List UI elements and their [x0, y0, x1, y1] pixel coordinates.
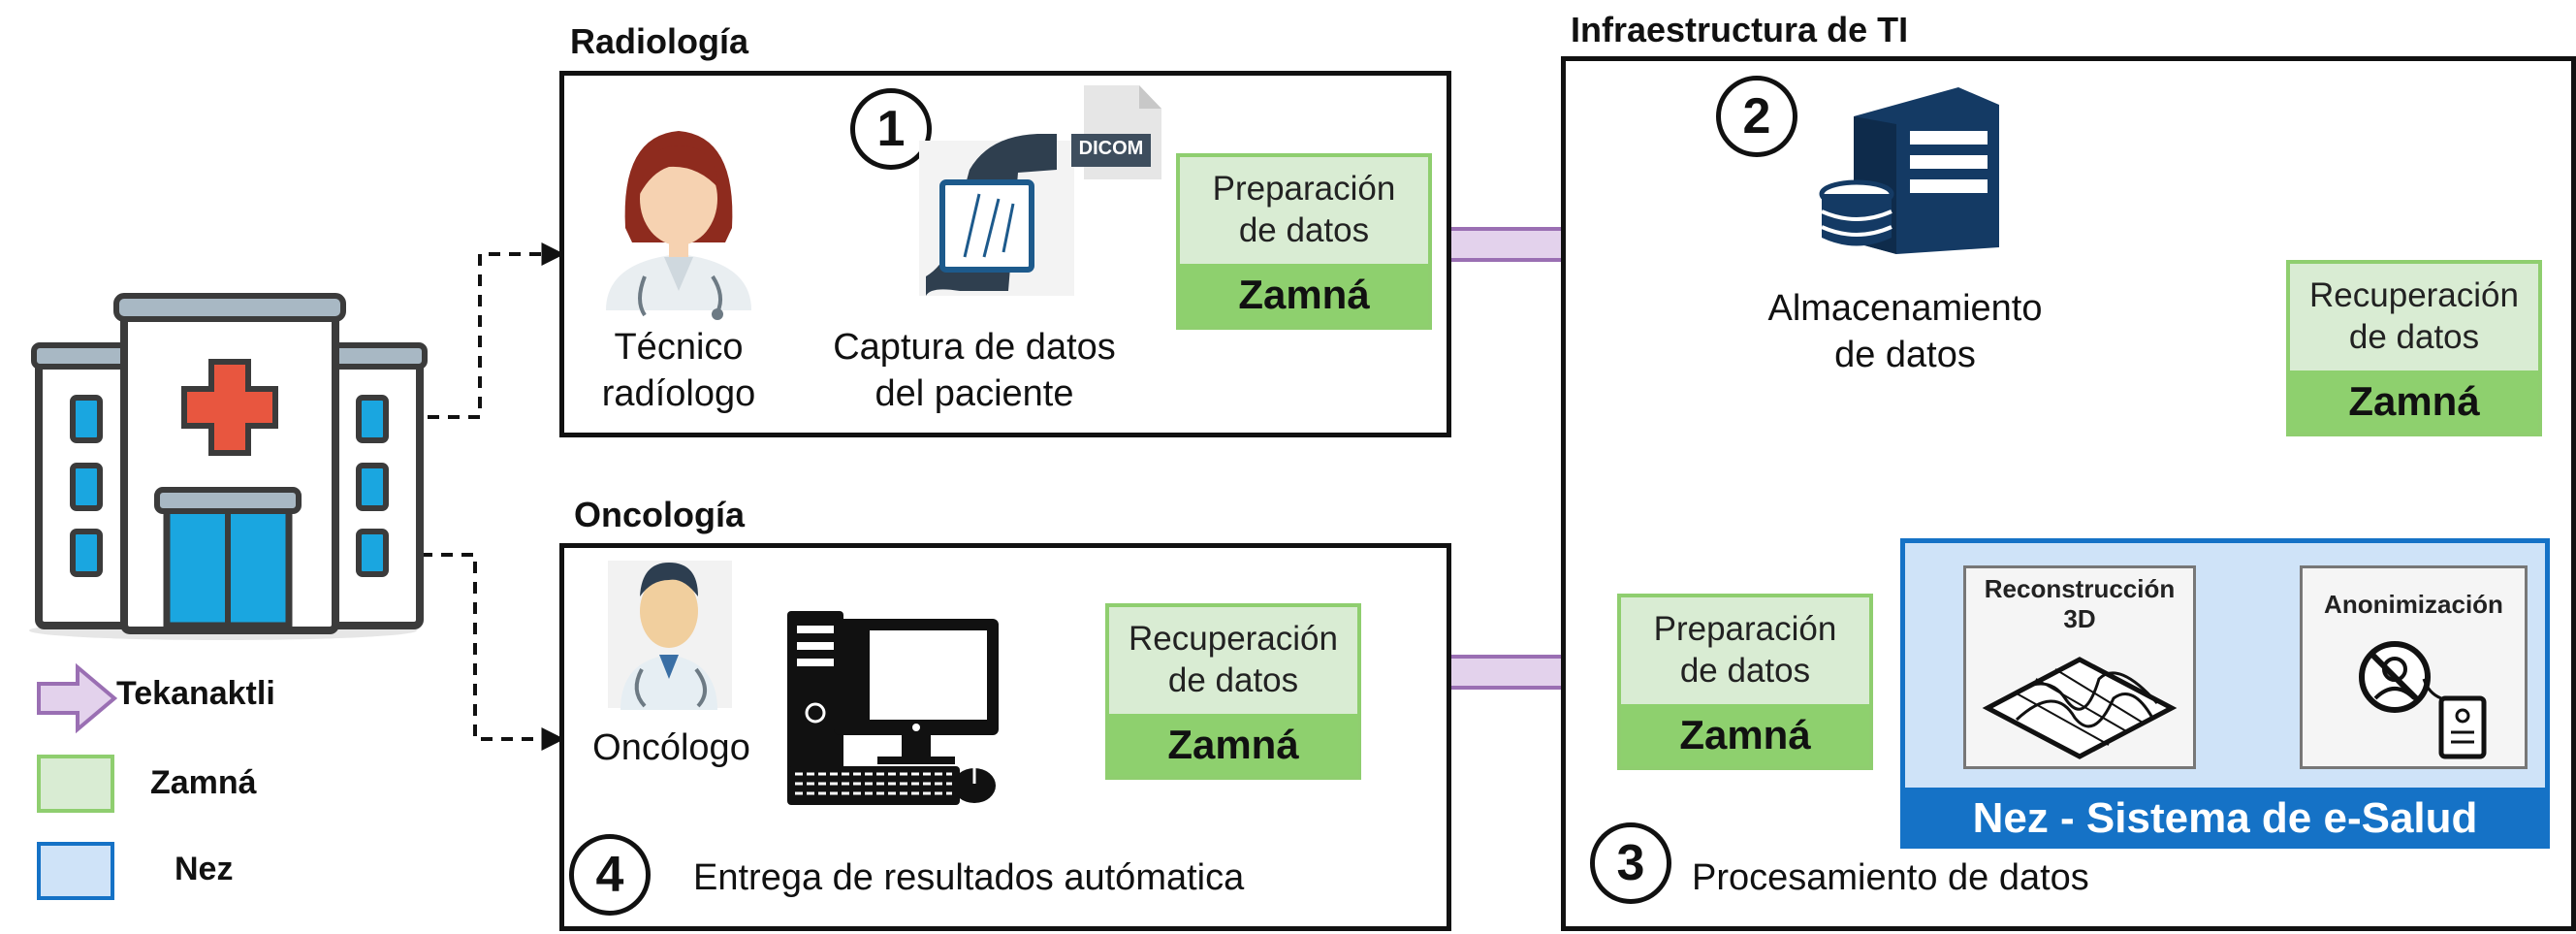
dashed-link-oncologia — [380, 553, 565, 751]
reconstruction-label: Reconstrucción 3D — [1984, 574, 2176, 634]
zamna-tag: Zamná — [2290, 370, 2538, 433]
legend-nez-swatch — [37, 842, 114, 900]
radiologia-title: Radiología — [570, 21, 749, 61]
zamna-prep-box-radiologia: Preparación de datos Zamná — [1176, 153, 1432, 330]
delivery-label: Entrega de resultados autómatica — [693, 857, 1245, 898]
prep-box-text: Preparación de datos — [1212, 170, 1396, 249]
dicom-badge: DICOM — [1078, 138, 1144, 159]
step-1-badge: 1 — [850, 88, 932, 170]
nez-system-title: Nez - Sistema de e-Salud — [1900, 788, 2550, 849]
technician-label: Técnico radíologo — [601, 327, 756, 414]
legend-zamna-label: Zamná — [150, 764, 257, 801]
recovery-box-text: Recuperación de datos — [1129, 620, 1338, 699]
legend-tekanaktli-label: Tekanaktli — [116, 675, 275, 712]
infraestructura-title: Infraestructura de TI — [1571, 10, 1909, 49]
reconstruction-panel: Reconstrucción 3D — [1963, 565, 2196, 769]
zamna-recovery-box-infra: Recuperación de datos Zamná — [2286, 260, 2542, 436]
processing-label: Procesamiento de datos — [1692, 857, 2089, 898]
zamna-tag: Zamná — [1109, 713, 1357, 776]
legend-nez-label: Nez — [175, 851, 234, 887]
zamna-prep-box-infra: Preparación de datos Zamná — [1617, 594, 1873, 770]
dashed-link-radiologia — [407, 242, 565, 419]
capture-label: Captura de datos del paciente — [833, 327, 1116, 414]
oncologia-title: Oncología — [574, 495, 746, 534]
oncologist-label: Oncólogo — [592, 727, 750, 768]
step-3-badge: 3 — [1590, 822, 1671, 904]
zamna-recovery-box-oncologia: Recuperación de datos Zamná — [1105, 603, 1361, 780]
step-2-badge: 2 — [1716, 76, 1797, 157]
step-4-badge: 4 — [569, 834, 651, 916]
zamna-tag: Zamná — [1621, 703, 1869, 766]
prep-box-text: Preparación de datos — [1653, 610, 1837, 690]
zamna-tag: Zamná — [1180, 263, 1428, 326]
storage-label: Almacenamiento de datos — [1767, 288, 2043, 375]
anonymization-label: Anonimización — [2324, 590, 2503, 619]
legend-zamna-swatch — [37, 755, 114, 813]
anonymization-panel: Anonimización — [2300, 565, 2528, 769]
recovery-box-text: Recuperación de datos — [2309, 276, 2519, 356]
